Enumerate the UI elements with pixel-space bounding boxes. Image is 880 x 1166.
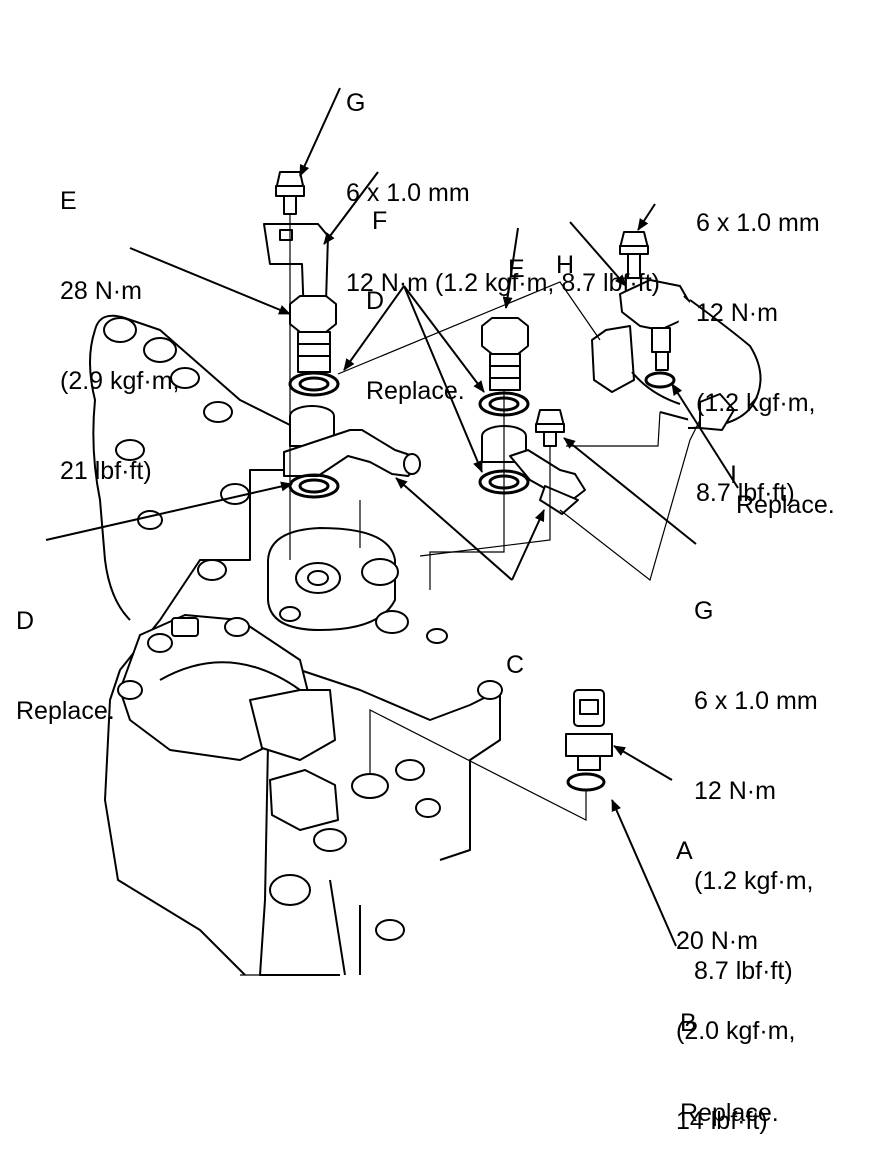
callout-h-bolt: 6 x 1.0 mm 12 N·m (1.2 kgf·m, 8.7 lbf·ft… (696, 148, 820, 538)
exploded-view-illustration (45, 87, 762, 976)
callout-a-torque-1: 20 N·m (676, 927, 758, 955)
callout-d-left-letter: D (16, 607, 35, 635)
callout-g-right-letter: G (694, 597, 714, 625)
callout-i-letter: I (730, 461, 737, 489)
banjo-bolt-e-left (289, 295, 337, 373)
speed-sensor-h (591, 279, 762, 431)
bolt-g-top (275, 171, 305, 215)
range-sensor (117, 614, 339, 831)
pressure-switch-a (565, 689, 613, 771)
washer-b (566, 772, 606, 792)
callout-h-bolt-torque-3: 8.7 lbf·ft) (696, 479, 795, 507)
callout-b: B Replace. (680, 948, 779, 1158)
callout-h: H (556, 190, 574, 310)
callout-a-torque-2: (2.0 kgf·m, (676, 1017, 796, 1045)
callout-f: F (372, 146, 387, 266)
o-ring-i (644, 371, 676, 389)
callout-e-left: E 28 N·m (2.9 kgf·m, 21 lbf·ft) (60, 126, 179, 516)
callout-d-top-letter: D (366, 287, 385, 315)
pipe-fitting-left (283, 405, 421, 477)
callout-a-letter: A (676, 837, 693, 865)
callout-b-note: Replace. (680, 1099, 779, 1127)
washer-d-left-upper (288, 371, 340, 397)
callout-e-left-torque-2: (2.9 kgf·m, (60, 367, 180, 395)
leader-arrows (45, 87, 739, 947)
callout-d-left: D Replace. (16, 546, 115, 756)
bolt-g-right (535, 409, 565, 447)
callout-g-top-size: 6 x 1.0 mm (346, 179, 470, 207)
callout-d-top: D Replace. (366, 226, 465, 436)
callout-g-top: G 6 x 1.0 mm 12 N·m (1.2 kgf·m, 8.7 lbf·… (346, 28, 660, 328)
bolt-h (619, 231, 649, 279)
callout-g-right-size: 6 x 1.0 mm (694, 687, 818, 715)
callout-c-letter: C (506, 651, 525, 679)
callout-g-top-torque: 12 N·m (1.2 kgf·m, 8.7 lbf·ft) (346, 269, 660, 297)
callout-h-bolt-torque-1: 12 N·m (696, 299, 778, 327)
callout-b-letter: B (680, 1009, 697, 1037)
callout-d-left-note: Replace. (16, 697, 115, 725)
banjo-bolt-e-mid (481, 317, 529, 391)
callout-e-left-torque-1: 28 N·m (60, 277, 142, 305)
callout-d-top-note: Replace. (366, 377, 465, 405)
reference-lines (240, 214, 701, 976)
washer-d-left-lower (288, 473, 340, 499)
callout-e-left-torque-3: 21 lbf·ft) (60, 457, 152, 485)
callout-e-mid-letter: E (508, 255, 525, 283)
callout-c: C (506, 590, 524, 710)
callout-f-letter: F (372, 207, 388, 235)
callout-i-note: Replace. (736, 491, 835, 519)
callout-e-mid: E (508, 194, 525, 314)
callout-g-right-torque-1: 12 N·m (694, 777, 776, 805)
callout-h-bolt-size: 6 x 1.0 mm (696, 209, 820, 237)
callout-g-top-letter: G (346, 89, 366, 117)
callout-g-right: G 6 x 1.0 mm 12 N·m (1.2 kgf·m, 8.7 lbf·… (694, 536, 818, 1016)
callout-h-letter: H (556, 251, 575, 279)
callout-g-right-torque-2: (1.2 kgf·m, (694, 867, 814, 895)
callout-e-left-letter: E (60, 187, 77, 215)
callout-h-bolt-torque-2: (1.2 kgf·m, (696, 389, 816, 417)
callout-g-right-torque-3: 8.7 lbf·ft) (694, 957, 793, 985)
